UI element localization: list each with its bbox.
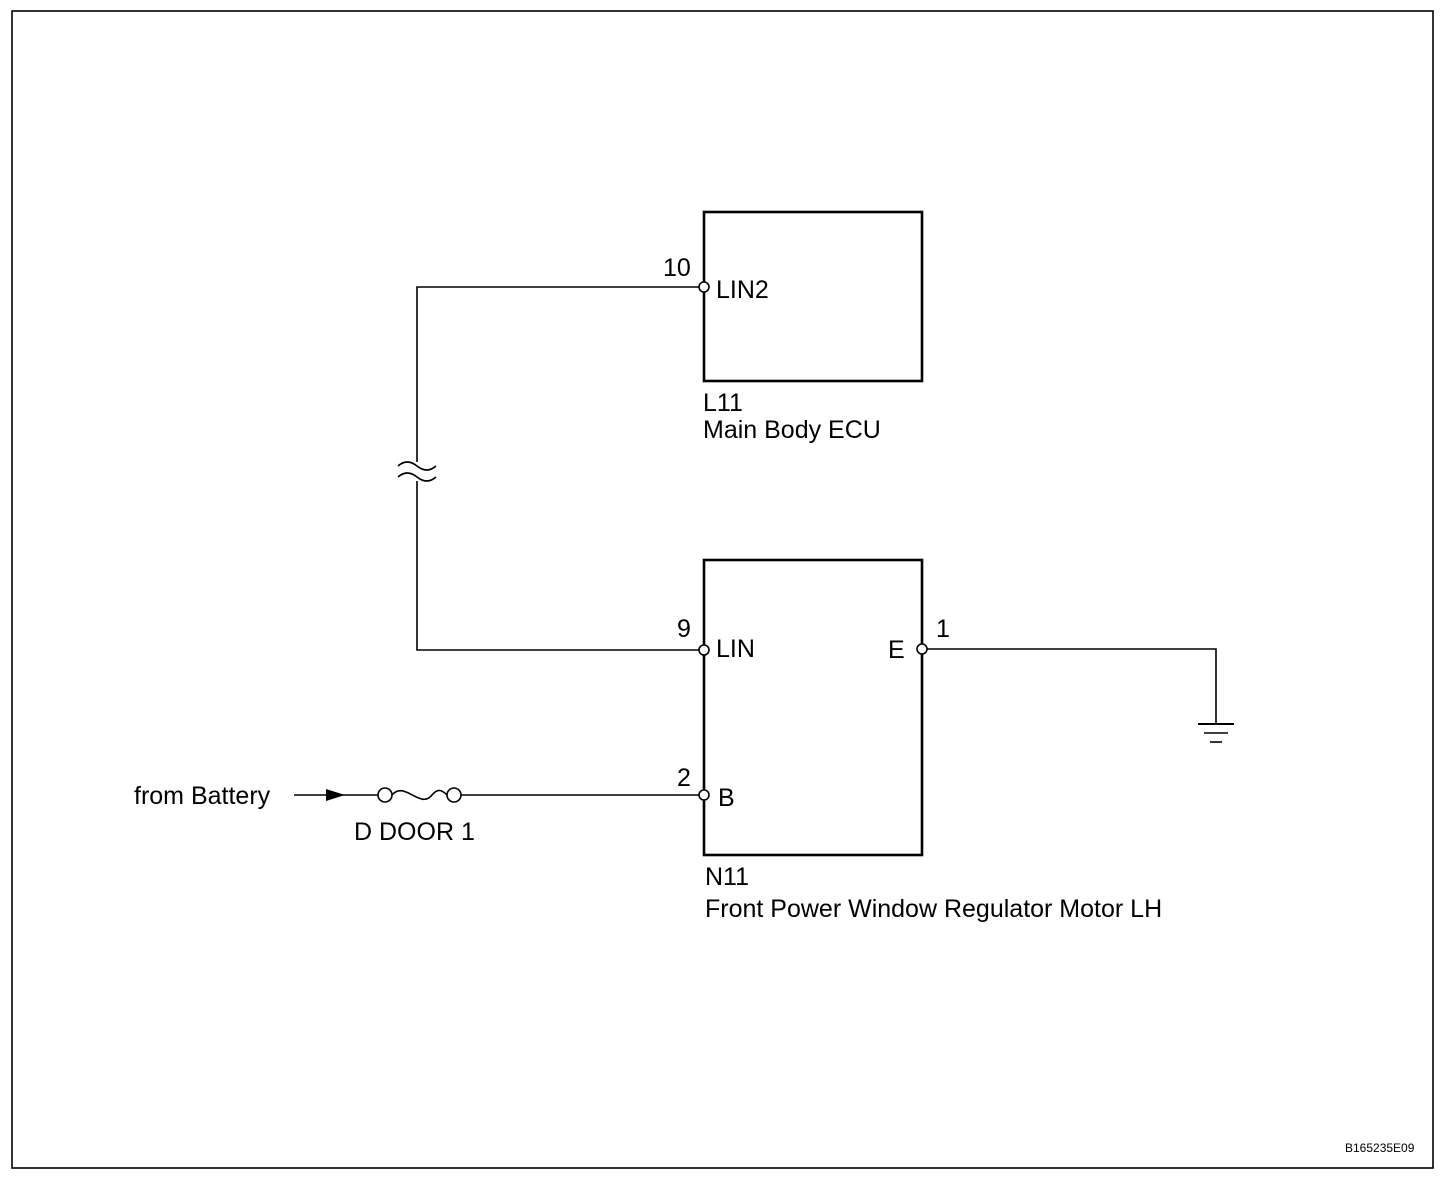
fuse-label: D DOOR 1 xyxy=(354,818,475,846)
motor-pin-2-number: 2 xyxy=(677,764,691,792)
ecu-pin-10-terminal xyxy=(698,281,710,293)
power-window-motor-box xyxy=(702,558,924,857)
main-body-ecu-box xyxy=(702,210,924,383)
wire-break-icon xyxy=(397,461,437,482)
ground-icon xyxy=(1198,723,1234,743)
ecu-pin-lin2-label: LIN2 xyxy=(716,276,769,304)
ecu-code-label: L11 xyxy=(703,389,743,417)
motor-code-label: N11 xyxy=(705,863,749,891)
lin-wire-lower xyxy=(416,481,699,651)
from-battery-label: from Battery xyxy=(134,782,271,810)
motor-pin-b-label: B xyxy=(718,784,735,812)
ground-wire xyxy=(927,648,1217,724)
fuse-icon xyxy=(377,787,462,803)
motor-pin-1-terminal xyxy=(916,643,928,655)
motor-pin-lin-label: LIN xyxy=(716,635,755,663)
motor-pin-2-terminal xyxy=(698,789,710,801)
arrow-right-icon xyxy=(326,789,345,801)
lin-wire-upper xyxy=(416,286,699,462)
motor-pin-e-label: E xyxy=(888,636,905,664)
figure-code: B165235E09 xyxy=(1345,1141,1415,1155)
motor-pin-9-number: 9 xyxy=(677,615,691,643)
diagram-frame xyxy=(11,10,1434,1169)
ecu-pin-10-number: 10 xyxy=(663,254,691,282)
motor-pin-9-terminal xyxy=(698,644,710,656)
ecu-name-label: Main Body ECU xyxy=(703,416,881,444)
motor-pin-1-number: 1 xyxy=(936,615,950,643)
motor-name-label: Front Power Window Regulator Motor LH xyxy=(705,895,1162,923)
